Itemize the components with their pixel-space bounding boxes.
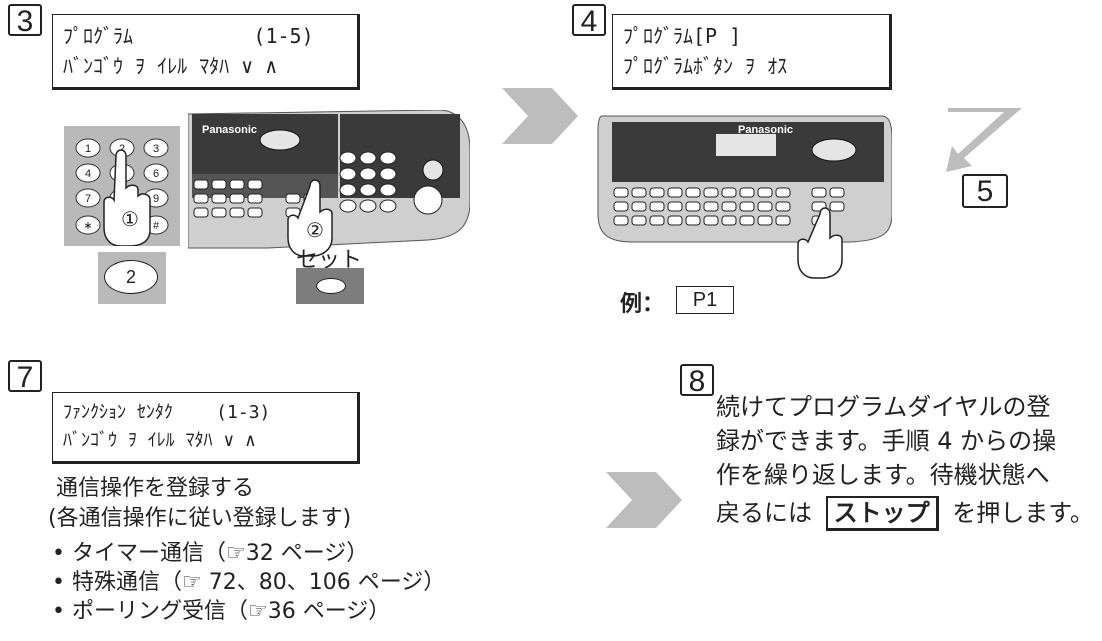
lcd-line-1: ﾌﾟﾛｸﾞﾗﾑ (1-5)	[63, 24, 314, 48]
example-label: 例：	[620, 292, 665, 317]
step-8-line-4: 戻るには ストップ を押します。	[716, 496, 1094, 531]
svg-text:3: 3	[153, 143, 159, 155]
next-step-arrow-icon-2	[606, 472, 682, 528]
fax-panel-step3: Panasonic ②	[187, 109, 471, 260]
pointing-hand-icon-3	[797, 207, 843, 279]
svg-text:4: 4	[85, 168, 91, 180]
step-8-number: 8	[680, 364, 714, 398]
step-7-number: 7	[8, 360, 42, 394]
key-1: 1	[75, 138, 101, 158]
svg-text:1: 1	[85, 143, 91, 155]
step-3-lcd-display: ﾌﾟﾛｸﾞﾗﾑ (1-5) ﾊﾞﾝｺﾞｳ ｦ ｲﾚﾙ ﾏﾀﾊ ∨ ∧	[52, 14, 360, 90]
svg-text:∗: ∗	[83, 220, 92, 232]
brand-logo: Panasonic	[202, 124, 258, 136]
pointing-hand-icon-2	[287, 179, 333, 257]
lcd-line-1: ﾌｧﾝｸｼｮﾝ ｾﾝﾀｸ (1-3)	[63, 402, 271, 423]
svg-text:2: 2	[119, 143, 125, 155]
svg-text:7: 7	[85, 193, 91, 205]
step-7-lcd-display: ﾌｧﾝｸｼｮﾝ ｾﾝﾀｸ (1-3) ﾊﾞﾝｺﾞｳ ｦ ｲﾚﾙ ﾏﾀﾊ ∨ ∧	[52, 392, 360, 464]
lcd-line-2: ﾊﾞﾝｺﾞｳ ｦ ｲﾚﾙ ﾏﾀﾊ ∨ ∧	[63, 430, 256, 451]
lcd-line-1: ﾌﾟﾛｸﾞﾗﾑ[P ]	[623, 24, 742, 48]
step-7-subheading: (各通信操作に従い登録します)	[48, 506, 352, 531]
callout-1: ①	[121, 207, 139, 231]
brand-logo: Panasonic	[738, 124, 794, 136]
callout-2: ②	[306, 218, 324, 242]
keypad-illustration: 1 2 3 4 5 6 7 8 9 ∗ 0 # ①	[75, 138, 169, 247]
step-8-line-1: 続けてプログラムダイヤルの登	[716, 393, 1051, 421]
pointing-hand-icon	[103, 149, 151, 247]
bullet-item: タイマー通信（☞32 ページ）	[50, 539, 445, 568]
step-5-number: 5	[962, 174, 1008, 208]
step-4-number: 4	[572, 4, 606, 38]
lcd-line-2: ﾌﾟﾛｸﾞﾗﾑﾎﾞﾀﾝ ｦ ｵｽ	[623, 54, 788, 78]
step-4-lcd-display: ﾌﾟﾛｸﾞﾗﾑ[P ] ﾌﾟﾛｸﾞﾗﾑﾎﾞﾀﾝ ｦ ｵｽ	[612, 14, 892, 90]
step-7-heading: 通信操作を登録する	[56, 476, 255, 501]
step-8-line-4-before: 戻るには	[716, 499, 812, 527]
step-3-number: 3	[8, 4, 42, 38]
set-key-button	[316, 278, 346, 294]
key-star: ∗	[75, 215, 101, 235]
next-step-arrow-icon	[502, 88, 578, 144]
step-8-text: 続けてプログラムダイヤルの登 録ができます。手順 4 からの操 作を繰り返します…	[716, 390, 1094, 531]
key-2-button: 2	[104, 260, 158, 294]
fax-panel-step4: Panasonic	[592, 110, 893, 280]
step-8-line-3: 作を繰り返します。待機状態へ	[716, 461, 1050, 489]
step-8-line-4-after: を押します。	[952, 499, 1094, 527]
svg-text:9: 9	[153, 193, 159, 205]
keypad-closeup: 1 2 3 4 5 6 7 8 9 ∗ 0 # ①	[64, 126, 180, 247]
key-7: 7	[75, 188, 101, 208]
stop-key: ストップ	[825, 496, 939, 531]
bullet-item: 特殊通信（☞ 72、80、106 ページ）	[50, 568, 445, 597]
key-3: 3	[143, 138, 169, 158]
svg-text:6: 6	[153, 168, 159, 180]
key-6: 6	[143, 163, 169, 183]
lcd-line-2: ﾊﾞﾝｺﾞｳ ｦ ｲﾚﾙ ﾏﾀﾊ ∨ ∧	[63, 54, 278, 78]
diagonal-arrow-icon	[946, 108, 1022, 172]
step-7-bullet-list: タイマー通信（☞32 ページ） 特殊通信（☞ 72、80、106 ページ） ポー…	[50, 539, 445, 626]
bullet-item: ポーリング受信（☞36 ページ）	[50, 597, 445, 626]
key-4: 4	[75, 163, 101, 183]
step-8-line-2: 録ができます。手順 4 からの操	[716, 427, 1057, 455]
svg-text:#: #	[153, 220, 160, 232]
example-value-key: P1	[676, 286, 734, 314]
